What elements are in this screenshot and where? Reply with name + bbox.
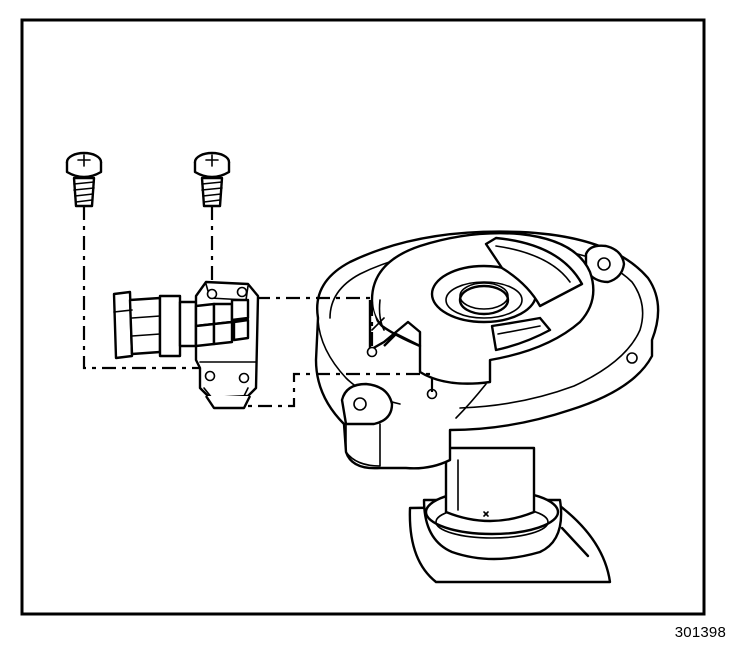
screw-right-icon bbox=[193, 151, 231, 208]
alignment-lines bbox=[82, 206, 434, 408]
ignition-module bbox=[112, 280, 260, 410]
screw-left-icon bbox=[65, 151, 103, 208]
reluctor-segment-bottom bbox=[490, 316, 552, 352]
module-hole-upper bbox=[206, 288, 218, 300]
module-mount-hole-upper bbox=[366, 346, 378, 358]
distributor-housing bbox=[314, 230, 660, 584]
mounting-ear-left bbox=[340, 382, 394, 426]
distributor-shaft bbox=[408, 446, 612, 584]
figure-number: 301398 bbox=[674, 624, 726, 641]
reluctor-segment-top bbox=[484, 236, 584, 308]
module-hole-lower bbox=[204, 370, 216, 382]
